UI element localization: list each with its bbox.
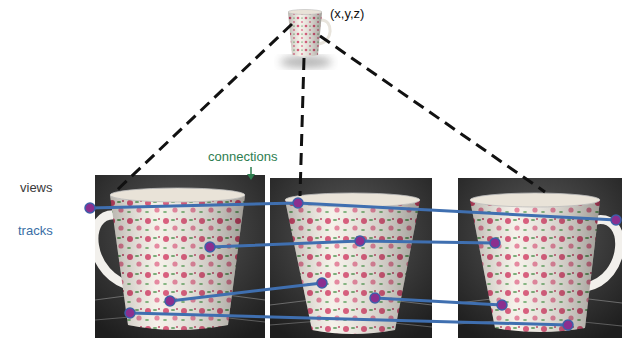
annotation-label: connections — [208, 149, 277, 165]
row-label: tracks — [18, 223, 53, 239]
view-photo — [458, 178, 622, 338]
view-photo — [270, 178, 432, 338]
track-line — [90, 203, 616, 325]
row-label: views — [20, 180, 53, 196]
feature-point — [85, 198, 621, 330]
pointer-arrow — [247, 167, 255, 180]
projection-line — [115, 24, 545, 196]
point-label: (x,y,z) — [330, 6, 364, 22]
